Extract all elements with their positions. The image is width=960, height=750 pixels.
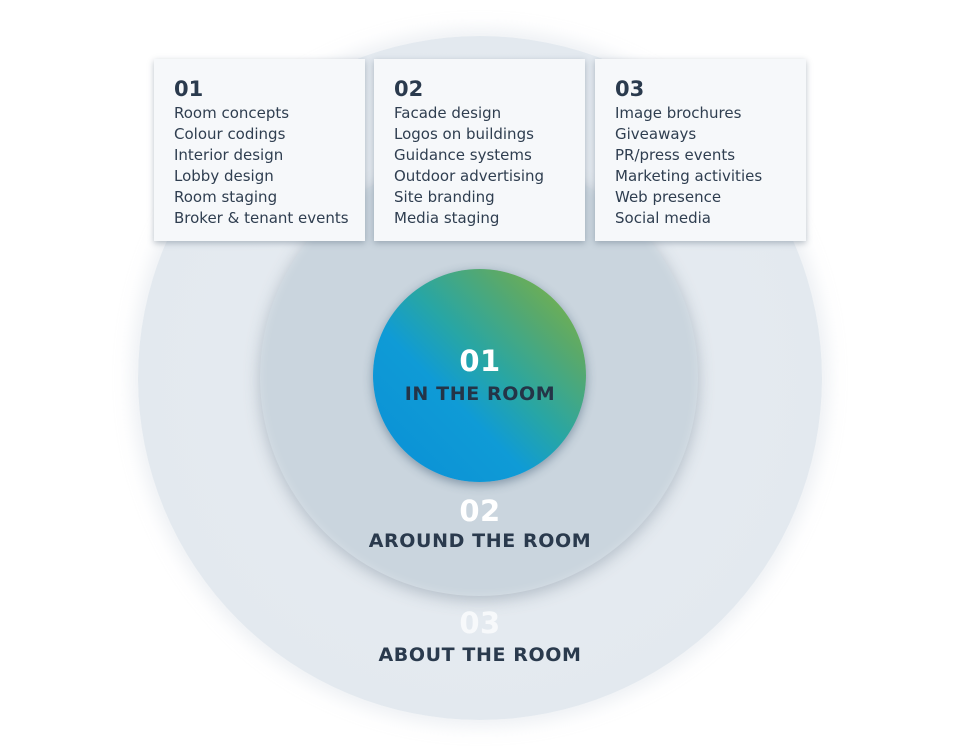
- ring-3-title: ABOUT THE ROOM: [378, 644, 582, 666]
- card-3-item: Image brochures: [615, 104, 742, 122]
- ring-1-title: IN THE ROOM: [404, 383, 556, 405]
- card-2-item: Site branding: [394, 188, 495, 206]
- card-1-item: Room staging: [174, 188, 278, 206]
- card-2-item: Logos on buildings: [394, 125, 534, 143]
- card-3-item: PR/press events: [615, 146, 736, 164]
- card-2-number: 02: [394, 77, 424, 101]
- card-2-item: Media staging: [394, 209, 500, 227]
- card-1-item: Broker & tenant events: [174, 209, 349, 227]
- card-3-number: 03: [615, 77, 645, 101]
- ring-3-number: 03: [459, 606, 501, 640]
- card-about-the-room: 03 Image brochures Giveaways PR/press ev…: [595, 59, 806, 241]
- ring-2-number: 02: [459, 494, 501, 528]
- card-3-item: Marketing activities: [615, 167, 763, 185]
- card-1-item: Colour codings: [174, 125, 286, 143]
- card-3-item: Social media: [615, 209, 711, 227]
- card-1-item: Lobby design: [174, 167, 274, 185]
- card-in-the-room: 01 Room concepts Colour codings Interior…: [154, 59, 365, 241]
- ring-2-title: AROUND THE ROOM: [368, 530, 592, 552]
- card-1-number: 01: [174, 77, 204, 101]
- ring-1-number: 01: [459, 344, 501, 378]
- card-1-list: Room concepts Colour codings Interior de…: [174, 103, 365, 229]
- card-3-item: Giveaways: [615, 125, 697, 143]
- card-1-item: Interior design: [174, 146, 284, 164]
- card-2-item: Facade design: [394, 104, 502, 122]
- card-2-list: Facade design Logos on buildings Guidanc…: [394, 103, 585, 229]
- card-around-the-room: 02 Facade design Logos on buildings Guid…: [374, 59, 585, 241]
- card-3-list: Image brochures Giveaways PR/press event…: [615, 103, 806, 229]
- card-3-item: Web presence: [615, 188, 722, 206]
- card-2-item: Outdoor advertising: [394, 167, 545, 185]
- inner-circle-in-the-room: [373, 269, 586, 482]
- card-1-item: Room concepts: [174, 104, 290, 122]
- card-2-item: Guidance systems: [394, 146, 532, 164]
